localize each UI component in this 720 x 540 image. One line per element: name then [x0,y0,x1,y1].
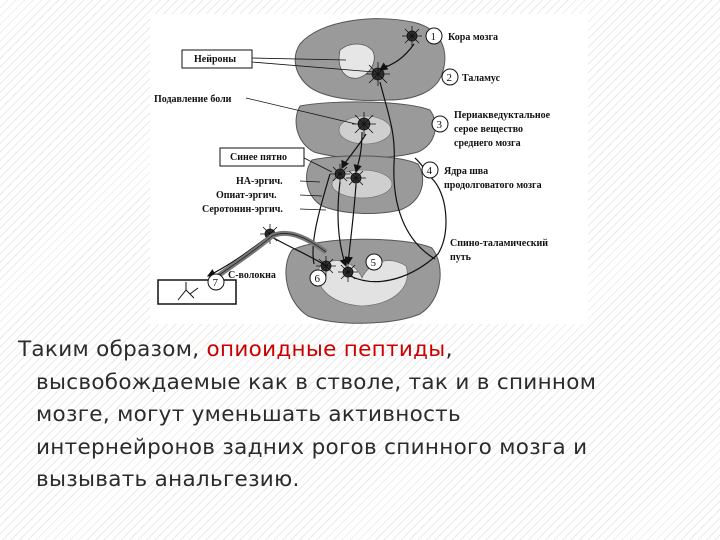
na-ergic-label: НА-эргич. [236,176,283,187]
medulla-region [306,155,424,214]
blue-spot-label: Синее пятно [230,152,287,163]
neurons-pointer-lines [251,57,375,73]
caption-line-2: высвобождаемые как в стволе, так и в спи… [36,369,597,395]
spinal-cord-region [285,238,441,324]
caption-line-3: мозге, могут уменьшать активность [36,402,461,427]
caption-line-4: интернейронов задних рогов спинного мозг… [36,434,588,460]
neurons-label-box [181,49,253,69]
periaqueductal-label-line1: Периакведуктальное [454,110,551,121]
caption-line-1: Таким образом, опиоидные пептиды, [18,334,708,367]
pain-suppression-label: Подавление боли [154,94,232,105]
caption-line1-before: Таким образом, [18,337,207,362]
neurons-label: Нейроны [194,54,236,65]
blue-spot-pointer [303,157,333,173]
marker-7 [207,273,225,291]
marker-7-label: 7 [213,277,219,289]
periaqueductal-label-line3: среднего мозга [454,138,521,149]
serotonin-ergic-pointer [299,208,327,211]
marker-5-label: 5 [371,257,377,269]
diagram-svg: Нейроны Подавление боли Синее пятно НА-э… [154,18,551,324]
spinothalamic-label-line2: путь [450,252,472,263]
cortex-label: Кора мозга [448,32,498,43]
opiat-ergic-pointer [299,194,323,197]
pain-suppression-pointer [245,97,357,125]
c-fiber-label: С-волокна [228,270,276,281]
marker-2-label: 2 [447,72,453,84]
raphe-label-line1: Ядра шва [444,166,488,177]
marker-5 [365,253,383,271]
opiat-ergic-label: Опиат-эргич. [216,190,277,201]
caption-line-5: вызывать анальгезию. [36,467,300,492]
marker-6 [309,269,327,287]
pain-pathway-diagram: Нейроны Подавление боли Синее пятно НА-э… [150,14,588,324]
marker-4-label: 4 [427,165,433,177]
marker-3-label: 3 [437,119,443,131]
periaqueductal-label-line2: серое вещество [454,124,523,135]
brain-cortex-region [294,18,446,101]
raphe-label-line2: продолговатого мозга [444,180,542,191]
marker-1 [425,27,443,45]
caption-text: Таким образом, опиоидные пептиды, высвоб… [18,334,708,497]
serotonin-ergic-label: Серотонин-эргич. [202,204,283,215]
marker-4 [421,161,439,179]
marker-1-label: 1 [431,31,437,43]
na-ergic-pointer [299,180,321,183]
blue-spot-label-box [219,147,305,167]
caption-highlight-opioid-peptides: опиоидные пептиды [206,337,446,362]
marker-3 [431,115,449,133]
marker-6-label: 6 [315,273,321,285]
neuron-markers [260,26,422,282]
nerve-ending-icon [177,282,199,301]
number-markers [207,27,459,291]
marker-2 [441,68,459,86]
spinothalamic-label-line1: Спино-таламический [450,238,548,249]
c-fiber-outline [217,233,327,277]
thalamus-label: Таламус [462,73,501,84]
caption-line1-after: , [445,337,453,362]
